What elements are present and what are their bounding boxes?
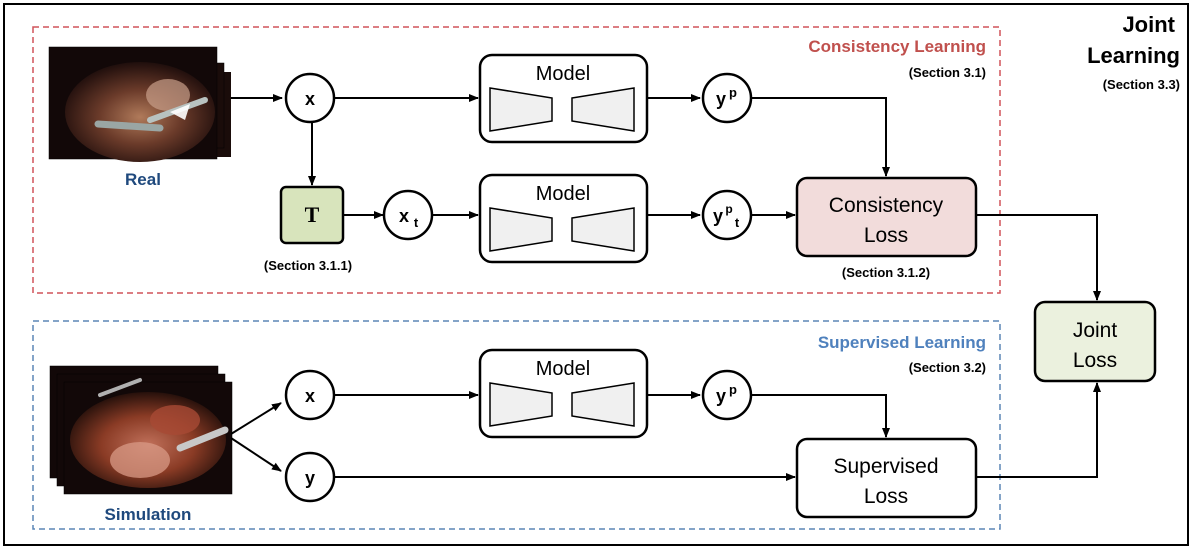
encoder-shape	[489, 382, 553, 427]
joint-learning-title-1: Joint	[1122, 12, 1175, 37]
encoder-shape	[489, 207, 553, 252]
decoder-shape	[571, 207, 635, 252]
node-x-real: x	[284, 72, 336, 124]
node-x-label: x	[305, 89, 315, 109]
arrow-sim-to-x	[230, 402, 282, 435]
joint-learning-title-2: Learning	[1087, 43, 1180, 68]
supervised-learning-title: Supervised Learning	[818, 333, 986, 352]
node-ypt-sub: t	[735, 215, 740, 230]
decoder-shape	[571, 382, 635, 427]
joint-loss-line1: Joint	[1073, 319, 1118, 342]
arrow-supervised-loss-to-joint-loss	[976, 382, 1101, 478]
model-label: Model	[536, 63, 590, 85]
node-y-sim: y	[284, 451, 336, 503]
transform-box	[279, 185, 345, 245]
node-ypt-p: p	[725, 202, 732, 216]
consistency-loss-line2: Loss	[864, 224, 908, 247]
connectors	[230, 94, 1101, 481]
model-label: Model	[536, 183, 590, 205]
consistency-loss-line1: Consistency	[829, 194, 944, 217]
arrow-yp-to-supervised-loss	[752, 394, 890, 438]
model-block-3: Model	[478, 348, 649, 439]
node-yp-sim-y: y	[716, 386, 726, 406]
real-image-stack	[48, 46, 231, 162]
node-xt-x: x	[399, 206, 409, 226]
arrow-consistency-loss-to-joint-loss	[976, 214, 1101, 301]
joint-loss-box	[1033, 300, 1157, 383]
simulation-label: Simulation	[105, 505, 192, 524]
arrow-yp-to-consistency-loss	[752, 97, 890, 177]
consistency-learning-title: Consistency Learning	[808, 37, 986, 56]
node-yp-p: p	[729, 85, 737, 100]
joint-loss-line2: Loss	[1073, 349, 1117, 372]
supervised-loss-line2: Loss	[864, 485, 908, 508]
node-x-sim-label: x	[305, 386, 315, 406]
joint-learning-section: (Section 3.3)	[1103, 77, 1180, 92]
consistency-learning-box	[32, 26, 1001, 294]
node-y-label: y	[305, 468, 315, 488]
model-block-2: Model	[478, 173, 649, 264]
decoder-shape	[571, 87, 635, 132]
node-xt-sub: t	[414, 215, 419, 230]
arrow-sim-to-y	[230, 437, 282, 472]
consistency-loss-section: (Section 3.1.2)	[842, 265, 930, 280]
supervised-learning-section: (Section 3.2)	[909, 360, 986, 375]
supervised-learning-box	[32, 320, 1001, 530]
node-yp-sim: y p	[701, 369, 753, 421]
supervised-loss-box	[795, 437, 978, 519]
model-block-1: Model	[478, 53, 649, 144]
node-xt: x t	[382, 189, 434, 241]
node-yp-y: y	[716, 89, 726, 109]
outer-frame	[3, 3, 1189, 546]
node-yp-sim-p: p	[729, 382, 737, 397]
node-x-sim: x	[284, 369, 336, 421]
real-label: Real	[125, 170, 161, 189]
transform-section: (Section 3.1.1)	[264, 258, 352, 273]
node-ypt-y: y	[713, 206, 723, 226]
transform-label: T	[305, 202, 320, 227]
node-ypt: y p t	[701, 189, 753, 241]
simulation-image-stack	[49, 365, 233, 495]
supervised-loss-line1: Supervised	[833, 455, 938, 478]
consistency-loss-box	[795, 176, 978, 258]
encoder-shape	[489, 87, 553, 132]
node-yp-real: y p	[701, 72, 753, 124]
consistency-learning-section: (Section 3.1)	[909, 65, 986, 80]
model-label: Model	[536, 358, 590, 380]
